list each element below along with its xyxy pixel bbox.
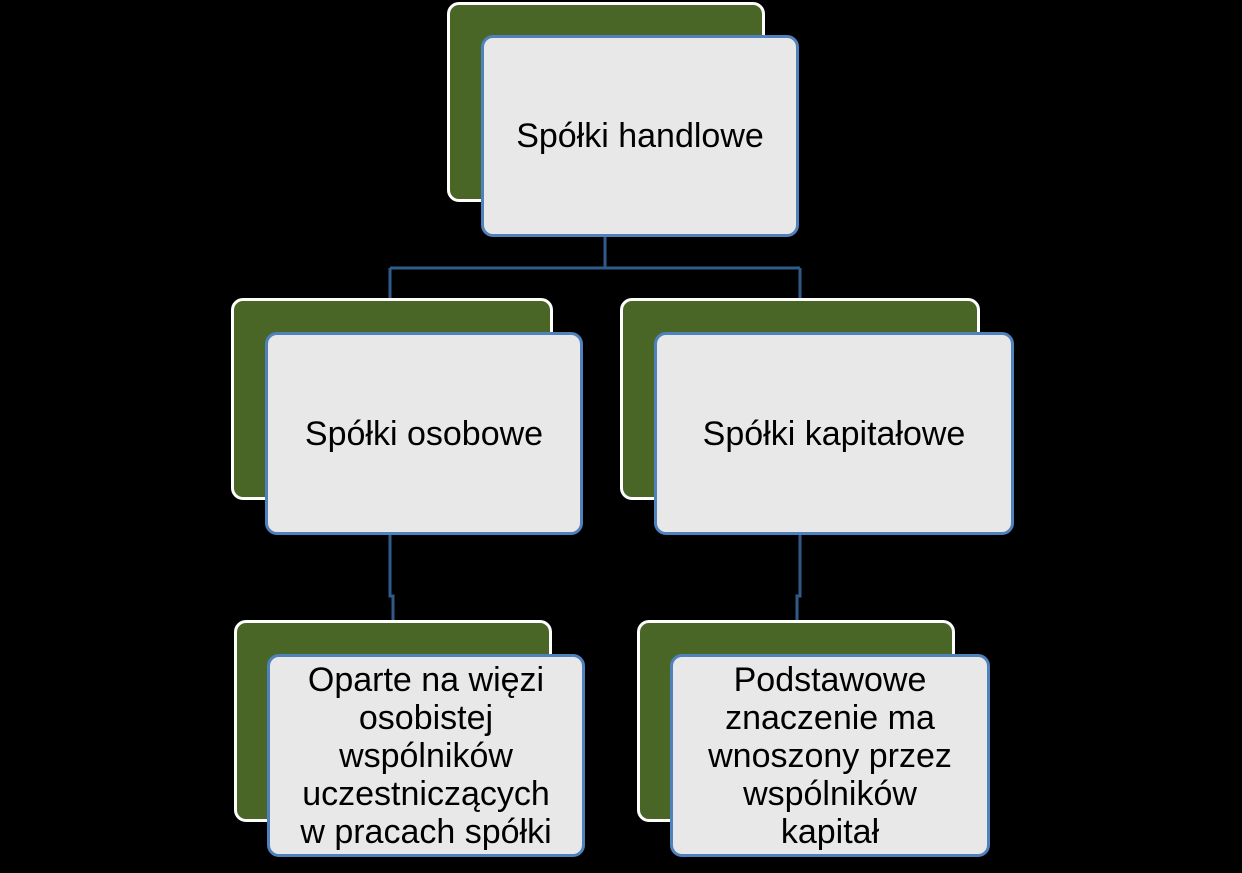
left-node-label: Spółki osobowe <box>304 414 544 453</box>
left-child-node: Oparte na więzi osobistej wspólników ucz… <box>267 654 585 857</box>
left-child-node-label: Oparte na więzi osobistej wspólników ucz… <box>300 660 552 851</box>
connector-right-to-child <box>795 535 802 622</box>
left-node: Spółki osobowe <box>265 332 583 535</box>
right-child-node: Podstawowe znaczenie ma wnoszony przez w… <box>670 654 990 857</box>
connector-left-to-child <box>388 535 395 622</box>
right-node-label: Spółki kapitałowe <box>702 414 966 453</box>
root-node-label: Spółki handlowe <box>516 117 764 155</box>
root-node: Spółki handlowe <box>481 35 799 237</box>
right-node: Spółki kapitałowe <box>654 332 1014 535</box>
right-child-node-label: Podstawowe znaczenie ma wnoszony przez w… <box>708 660 952 851</box>
